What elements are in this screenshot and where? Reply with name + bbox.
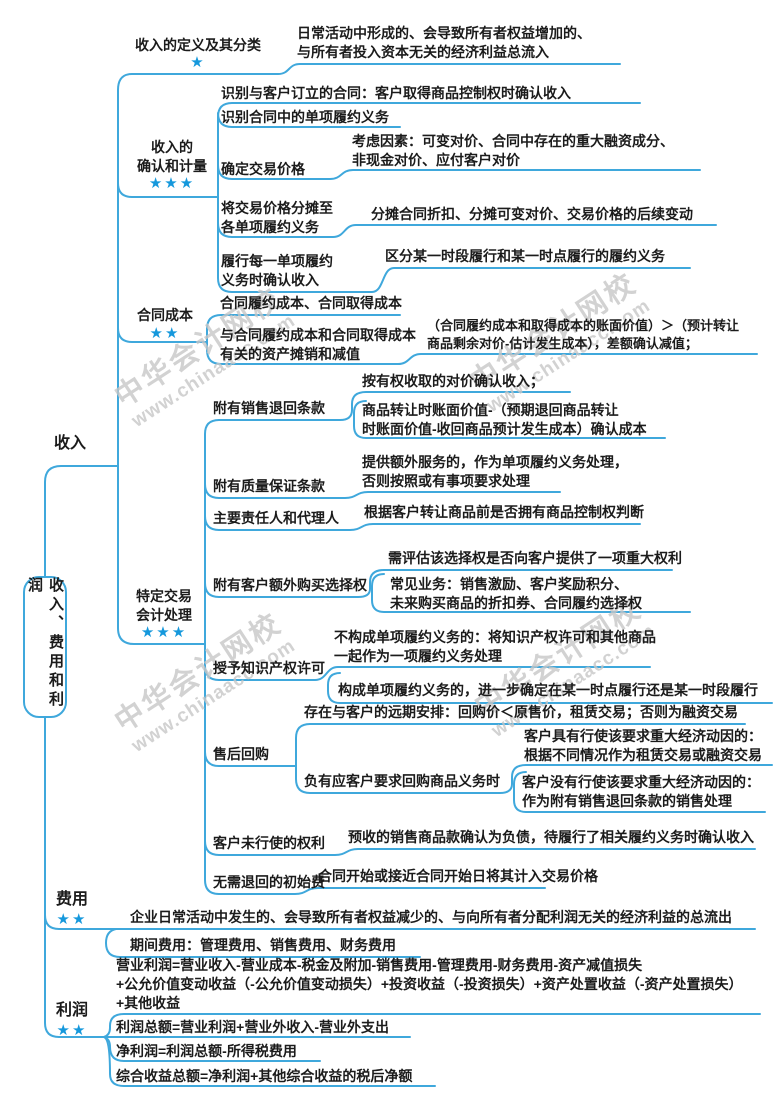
branch-revenue-label: 收入 xyxy=(54,435,87,452)
node-initial-fee: 无需退回的初始费 xyxy=(213,874,325,890)
connector-root-revenue xyxy=(44,465,119,578)
connector-net-profit xyxy=(103,1036,321,1062)
leaf-option-examples: 常见业务：销售激励、客户奖励积分、 未来购买商品的折扣券、合同履约选择权 xyxy=(390,576,642,611)
node-repurchase: 售后回购 xyxy=(213,746,269,762)
connector-repurchase-spine xyxy=(295,723,773,794)
leaf-price-factors: 考虑因素：可变对价、合同中存在的重大融资成分、 非现金对价、应付客户对价 xyxy=(352,133,674,168)
connector-contract-cost-spine xyxy=(206,314,758,365)
connector-revenue-spine xyxy=(117,63,621,645)
connector-ip-license-bracket xyxy=(327,672,773,704)
leaf-repurchase-incentive-no: 客户没有行使该要求重大经济动因的： 作为附有销售退回条款的销售处理 xyxy=(522,774,760,809)
connector-comprehensive-income xyxy=(103,1036,436,1087)
leaf-identify-contract: 识别与客户订立的合同：客户取得商品控制权时确认收入 xyxy=(221,85,571,101)
node-recognition-measurement: 收入的 确认和计量 xyxy=(137,139,207,174)
leaf-sales-return-cost: 商品转让时账面价值-（预期退回商品转让 时账面价值-收回商品预计发生成本）确认成… xyxy=(362,402,647,437)
revenue-definition-stars: ★ xyxy=(190,54,206,71)
leaf-initial-fee-detail: 合同开始或接近合同开始日将其计入交易价格 xyxy=(318,868,598,884)
leaf-option-assess: 需评估该选择权是否向客户提供了一项重大权利 xyxy=(388,550,682,566)
connector-recognition-spine xyxy=(217,102,691,293)
connector-period-expense xyxy=(104,928,421,958)
node-principal-agent: 主要责任人和代理人 xyxy=(213,510,339,526)
connector-unexercised-rights xyxy=(204,840,756,856)
connector-sales-return xyxy=(218,391,571,421)
connector-identify-obligations xyxy=(217,112,401,128)
leaf-identify-obligations: 识别合同中的单项履约义务 xyxy=(221,109,389,125)
leaf-total-profit-formula: 利润总额=营业利润+营业外收入-营业外支出 xyxy=(116,1019,390,1035)
connector-ip-license xyxy=(204,665,651,681)
leaf-allocate-detail: 分摊合同折扣、分摊可变对价、交易价格的后续变动 xyxy=(371,206,693,222)
connector-price xyxy=(217,164,701,180)
connector-option xyxy=(204,569,673,598)
connector-sales-return-bracket xyxy=(353,400,666,439)
branch-expense-label: 费用 xyxy=(55,891,88,908)
node-special-transactions: 特定交易 会计处理 xyxy=(136,588,192,623)
leaf-impairment-rule: （合同履约成本和取得成本的账面价值）＞（预计转让 商品剩余对价-估计发生成本），… xyxy=(427,318,740,351)
root-node-label: 收入、费用和利润 xyxy=(26,577,64,710)
leaf-principal-agent-detail: 根据客户转让商品前是否拥有商品控制权判断 xyxy=(364,504,644,520)
leaf-unexercised-rights-detail: 预收的销售商品款确认为负债，待履行了相关履约义务时确认收入 xyxy=(348,829,754,845)
leaf-sales-return-revenue: 按有权收取的对价确认收入； xyxy=(362,373,544,389)
branch-profit-label: 利润 xyxy=(55,1002,88,1019)
special-transactions-stars: ★★★ xyxy=(140,624,188,641)
contract-cost-stars: ★★ xyxy=(149,325,181,342)
node-unexercised-rights: 客户未行使的权利 xyxy=(213,835,325,851)
connector-principal-agent xyxy=(204,515,641,531)
node-sales-return-clause: 附有销售退回条款 xyxy=(213,400,325,416)
node-repurchase-obligation: 负有应客户要求回购商品义务时 xyxy=(304,773,500,789)
leaf-repurchase-forward: 存在与客户的远期安排：回购价＜原售价，租赁交易；否则为融资交易 xyxy=(304,704,738,720)
node-fulfill-obligation: 履行每一单项履约 义务时确认收入 xyxy=(221,253,333,288)
profit-stars: ★★ xyxy=(56,1022,88,1039)
node-determine-price: 确定交易价格 xyxy=(221,161,305,177)
recognition-measurement-stars: ★★★ xyxy=(148,175,196,192)
node-amortization-impairment: 与合同履约成本和合同取得成本 有关的资产摊销和减值 xyxy=(220,327,416,362)
node-allocate-price: 将交易价格分摊至 各单项履约义务 xyxy=(221,200,333,235)
expense-stars: ★★ xyxy=(56,911,88,928)
connector-special-spine xyxy=(204,419,546,895)
leaf-revenue-definition-desc: 日常活动中形成的、会导致所有者权益增加的、 与所有者投入资本无关的经济利益总流入 xyxy=(297,25,591,60)
connector-recognition xyxy=(117,182,219,198)
node-contract-cost: 合同成本 xyxy=(137,307,193,323)
connector-option-bracket xyxy=(371,573,691,613)
leaf-contract-cost-types: 合同履约成本、合同取得成本 xyxy=(220,295,402,311)
leaf-expense-definition: 企业日常活动中发生的、会导致所有者权益减少的、与向所有者分配利润无关的经济利益的… xyxy=(130,909,732,925)
node-warranty-clause: 附有质量保证条款 xyxy=(213,478,325,494)
leaf-ip-distinct: 构成单项履约义务的，进一步确定在某一时点履行还是某一时段履行 xyxy=(338,682,758,698)
leaf-warranty-detail: 提供额外服务的，作为单项履约义务处理， 否则按照或有事项要求处理 xyxy=(362,454,628,489)
leaf-period-expense: 期间费用：管理费用、销售费用、财务费用 xyxy=(130,937,396,953)
connector-profit xyxy=(44,716,411,1038)
connector-warranty xyxy=(204,483,561,499)
leaf-repurchase-incentive-yes: 客户具有行使该要求重大经济动因的： 根据不同情况作为租赁交易或融资交易 xyxy=(524,728,762,763)
leaf-operating-profit-formula: 营业利润=营业收入-营业成本-税金及附加-销售费用-管理费用-财务费用-资产减值… xyxy=(116,957,743,1011)
leaf-net-profit-formula: 净利润=利润总额-所得税费用 xyxy=(116,1043,297,1059)
leaf-comprehensive-income-formula: 综合收益总额=净利润+其他综合收益的税后净额 xyxy=(116,1068,413,1084)
node-revenue-definition: 收入的定义及其分类 xyxy=(135,37,261,53)
connector-allocate xyxy=(217,222,717,238)
node-ip-license: 授予知识产权许可 xyxy=(213,660,325,676)
connector-repurchase xyxy=(204,751,297,767)
node-customer-option: 附有客户额外购买选择权 xyxy=(213,577,367,593)
connector-repurchase-bracket xyxy=(513,771,766,813)
leaf-ip-not-distinct: 不构成单项履约义务的：将知识产权许可和其他商品 一起作为一项履约义务处理 xyxy=(334,629,656,664)
leaf-fulfill-detail: 区分某一时段履行和某一时点履行的履约义务 xyxy=(385,248,665,264)
connector-contract-cost xyxy=(117,327,208,343)
connector-operating-profit xyxy=(103,1013,761,1038)
